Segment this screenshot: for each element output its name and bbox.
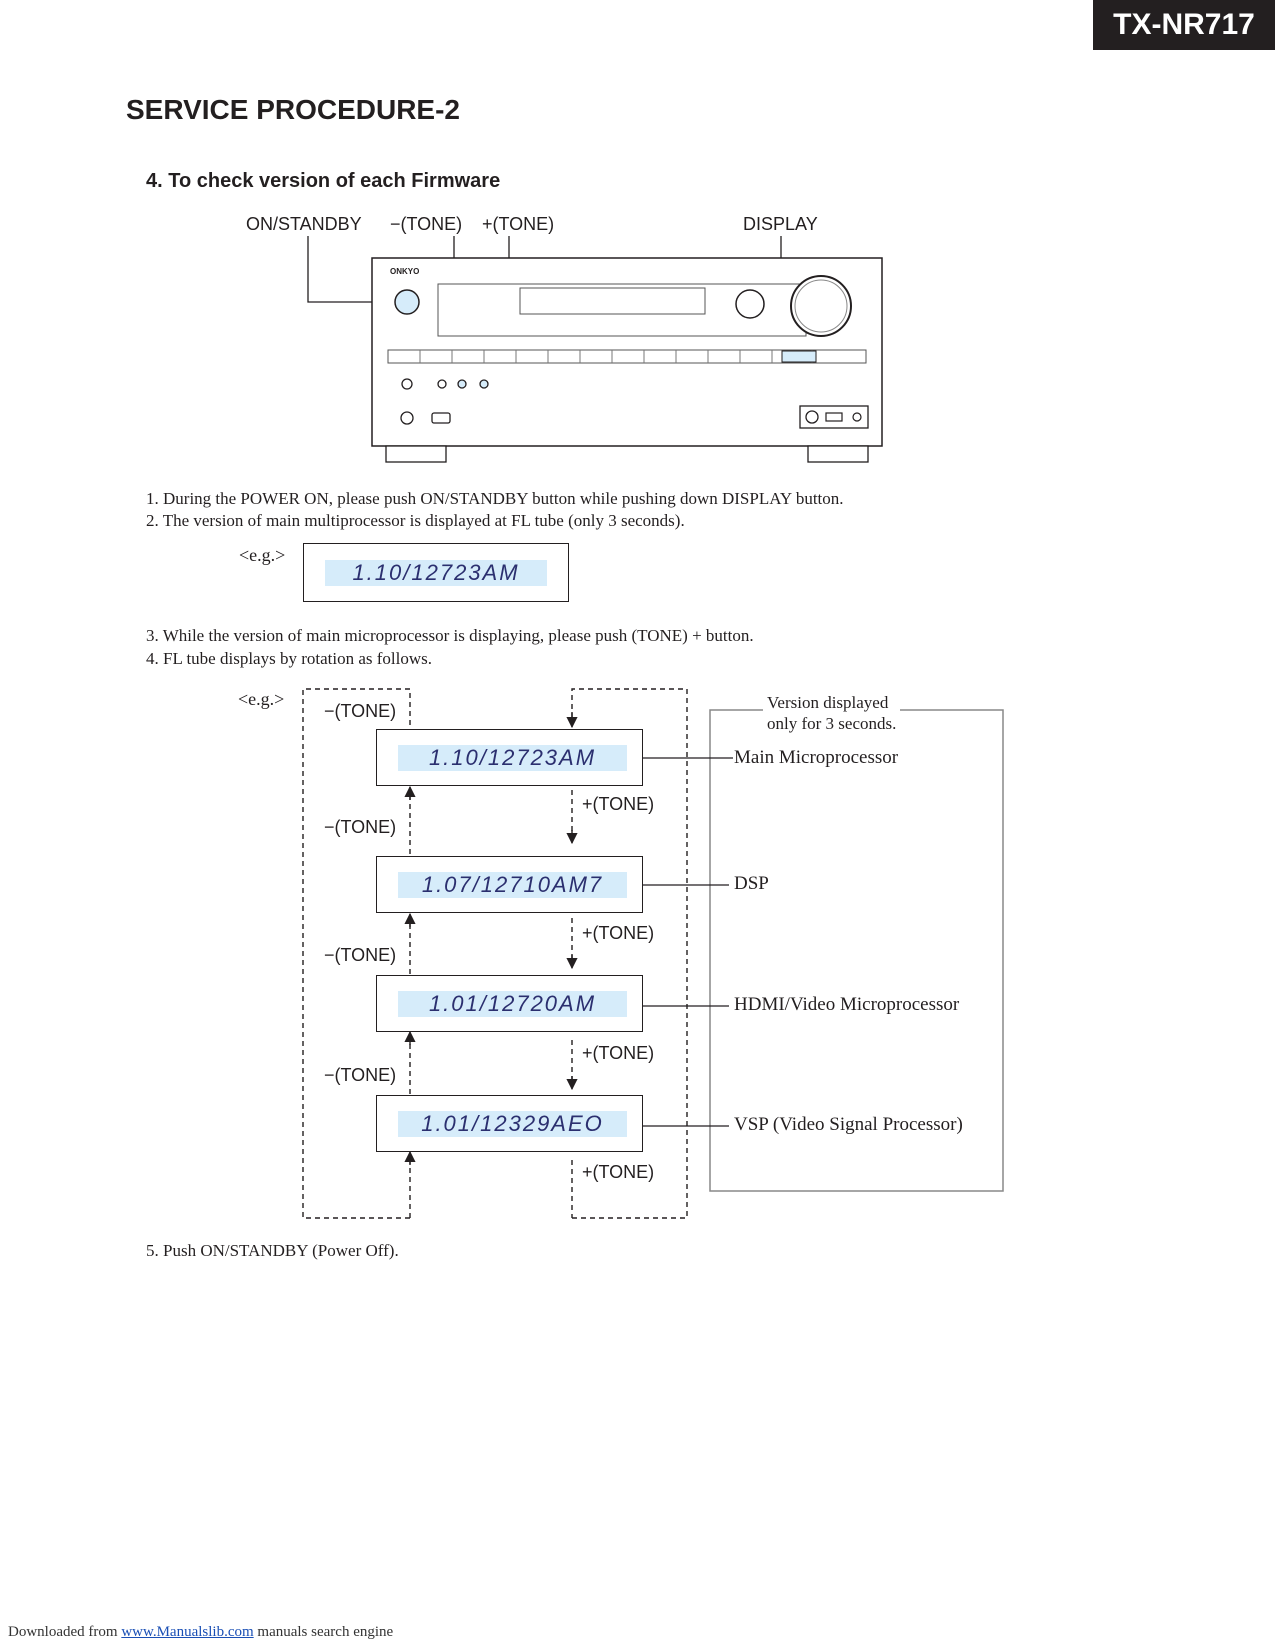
brand-logo: ONKYO bbox=[390, 267, 419, 276]
receiver-front-panel-illustration: ONKYO bbox=[307, 236, 883, 463]
fl-display-vsp: 1.01/12329AEO bbox=[376, 1095, 643, 1152]
label-main-microprocessor: Main Microprocessor bbox=[734, 747, 899, 769]
step-5: 5. Push ON/STANDBY (Power Off). bbox=[146, 1241, 399, 1260]
step-1: 1. During the POWER ON, please push ON/S… bbox=[146, 489, 844, 508]
version-note-line-1: Version displayed bbox=[767, 693, 889, 712]
version-note: Version displayed only for 3 seconds. bbox=[763, 692, 901, 734]
step-3: 3. While the version of main microproces… bbox=[146, 626, 754, 645]
tone-minus-label-4: −(TONE) bbox=[324, 1065, 397, 1085]
step-2: 2. The version of main multiprocessor is… bbox=[146, 511, 685, 530]
fl-text-vsp: 1.01/12329AEO bbox=[398, 1111, 627, 1137]
tone-plus-label-1: +(TONE) bbox=[582, 794, 655, 814]
callout-tone-minus: −(TONE) bbox=[390, 214, 463, 234]
tone-plus-label-3: +(TONE) bbox=[582, 1043, 655, 1063]
fl-text-hdmi: 1.01/12720AM bbox=[398, 991, 627, 1017]
fl-display-dsp: 1.07/12710AM7 bbox=[376, 856, 643, 913]
model-badge: TX-NR717 bbox=[1093, 0, 1275, 50]
label-hdmi-video-microprocessor: HDMI/Video Microprocessor bbox=[734, 994, 960, 1016]
tone-plus-button-graphic bbox=[479, 379, 489, 389]
tone-minus-button-graphic bbox=[457, 379, 467, 389]
callout-tone-plus: +(TONE) bbox=[482, 214, 555, 234]
fl-text-dsp: 1.07/12710AM7 bbox=[398, 872, 627, 898]
example-label: <e.g.> bbox=[239, 545, 286, 565]
example-fl-display: 1.10/12723AM bbox=[303, 543, 569, 602]
label-dsp: DSP bbox=[734, 873, 769, 895]
fl-text-main: 1.10/12723AM bbox=[398, 745, 627, 771]
tone-minus-label-2: −(TONE) bbox=[324, 817, 397, 837]
callout-display: DISPLAY bbox=[743, 214, 818, 234]
label-vsp: VSP (Video Signal Processor) bbox=[734, 1114, 963, 1136]
tone-plus-label-2: +(TONE) bbox=[582, 923, 655, 943]
version-note-line-2: only for 3 seconds. bbox=[767, 714, 897, 733]
page-title: SERVICE PROCEDURE-2 bbox=[126, 94, 461, 125]
fl-display-main: 1.10/12723AM bbox=[376, 729, 643, 786]
step-4: 4. FL tube displays by rotation as follo… bbox=[146, 649, 432, 668]
footer-prefix: Downloaded from bbox=[8, 1624, 118, 1640]
example-fl-text: 1.10/12723AM bbox=[325, 560, 547, 586]
tone-plus-label-4: +(TONE) bbox=[582, 1162, 655, 1182]
fl-display-hdmi: 1.01/12720AM bbox=[376, 975, 643, 1032]
footer: Downloaded from www.Manualslib.com manua… bbox=[8, 1624, 393, 1641]
tone-minus-label-3: −(TONE) bbox=[324, 945, 397, 965]
tone-minus-label-1: −(TONE) bbox=[324, 701, 397, 721]
footer-suffix: manuals search engine bbox=[257, 1624, 394, 1640]
section-title: 4. To check version of each Firmware bbox=[146, 170, 501, 192]
rotation-diagram bbox=[302, 688, 1004, 1219]
callout-on-standby: ON/STANDBY bbox=[246, 214, 362, 234]
rotation-example-label: <e.g.> bbox=[238, 689, 285, 709]
footer-link[interactable]: www.Manualslib.com bbox=[121, 1624, 254, 1640]
display-button-graphic bbox=[781, 350, 817, 363]
on-standby-button-graphic bbox=[394, 289, 420, 315]
